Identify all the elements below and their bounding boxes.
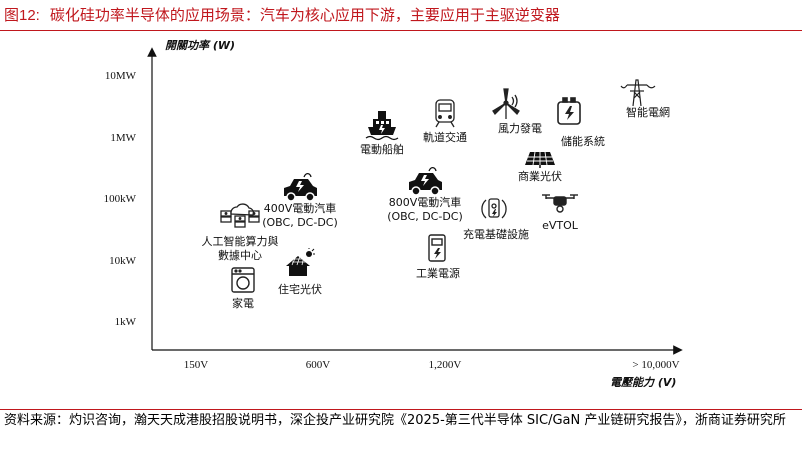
figure-title-text: 碳化硅功率半导体的应用场景：汽车为核心应用下游，主要应用于主驱逆变器 bbox=[49, 6, 560, 24]
battery-icon bbox=[557, 97, 581, 125]
footer-divider bbox=[0, 409, 802, 410]
point-label: 人工智能算力與 bbox=[202, 234, 279, 248]
point-label: 800V電動汽車 bbox=[389, 195, 462, 209]
solar-panel-icon bbox=[525, 151, 555, 168]
chart-plot: 開關功率 (W) 電壓能力 (V) 10MW 1MW 100kW 10kW 1k… bbox=[104, 39, 683, 389]
point-label: 風力發電 bbox=[498, 121, 542, 135]
y-axis-title: 開關功率 (W) bbox=[165, 39, 235, 52]
train-icon bbox=[435, 99, 455, 128]
point-label: 住宅光伏 bbox=[278, 282, 322, 296]
x-tick-label: 600V bbox=[306, 359, 331, 371]
drone-icon bbox=[542, 194, 578, 213]
ev-car-icon bbox=[409, 166, 442, 196]
point-label: eVTOL bbox=[542, 219, 579, 232]
point-label: 400V電動汽車 bbox=[264, 201, 337, 215]
charger-icon bbox=[481, 198, 507, 219]
power-tower-icon bbox=[620, 79, 656, 107]
figure-title: 图12: 碳化硅功率半导体的应用场景：汽车为核心应用下游，主要应用于主驱逆变器 bbox=[4, 4, 560, 25]
figure-number: 图12: bbox=[4, 7, 40, 24]
y-tick-label: 10kW bbox=[109, 255, 137, 267]
point-label: 軌道交通 bbox=[423, 130, 467, 144]
point-label: 電動船舶 bbox=[360, 142, 404, 156]
point-label: 數據中心 bbox=[218, 248, 262, 262]
point-label: 工業電源 bbox=[416, 266, 460, 280]
house-solar-icon bbox=[286, 248, 315, 276]
y-tick-label: 100kW bbox=[104, 193, 137, 205]
x-tick-label: > 10,000V bbox=[632, 359, 679, 371]
point-label: 商業光伏 bbox=[518, 169, 562, 183]
point-label: 充電基礎設施 bbox=[463, 227, 529, 241]
power-supply-icon bbox=[428, 234, 446, 262]
server-cloud-icon bbox=[220, 203, 260, 228]
ev-car-icon bbox=[284, 172, 317, 202]
title-divider bbox=[0, 30, 802, 31]
x-tick-label: 150V bbox=[184, 359, 209, 371]
point-label: 家電 bbox=[232, 296, 254, 310]
point-label: (OBC, DC-DC) bbox=[387, 210, 463, 223]
y-tick-label: 1kW bbox=[115, 316, 137, 328]
point-label: 儲能系統 bbox=[561, 134, 605, 148]
y-tick-label: 1MW bbox=[110, 132, 136, 144]
point-label: 智能電網 bbox=[626, 105, 670, 119]
wind-turbine-icon bbox=[492, 88, 520, 119]
ship-icon bbox=[365, 111, 399, 141]
source-note: 资料来源：灼识咨询，瀚天天成港股招股说明书，深企投产业研究院《2025-第三代半… bbox=[4, 413, 786, 428]
washing-machine-icon bbox=[231, 267, 255, 293]
point-label: (OBC, DC-DC) bbox=[262, 216, 338, 229]
x-axis-title: 電壓能力 (V) bbox=[610, 376, 676, 389]
x-tick-label: 1,200V bbox=[429, 359, 462, 371]
y-tick-label: 10MW bbox=[105, 70, 137, 82]
